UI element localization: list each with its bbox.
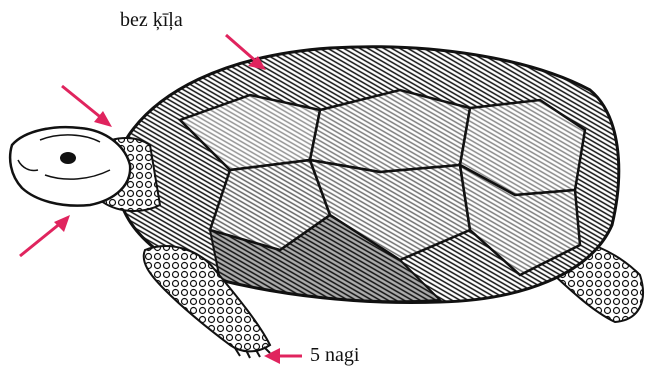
arrow-neck-upper	[62, 86, 112, 127]
eye	[60, 152, 76, 164]
arrow-claws	[264, 348, 302, 364]
five-claws-label: 5 nagi	[310, 345, 359, 365]
arrow-neck-lower	[20, 215, 70, 256]
tortoise-head	[10, 127, 130, 205]
no-keel-label: bez ķīļa	[120, 10, 183, 30]
